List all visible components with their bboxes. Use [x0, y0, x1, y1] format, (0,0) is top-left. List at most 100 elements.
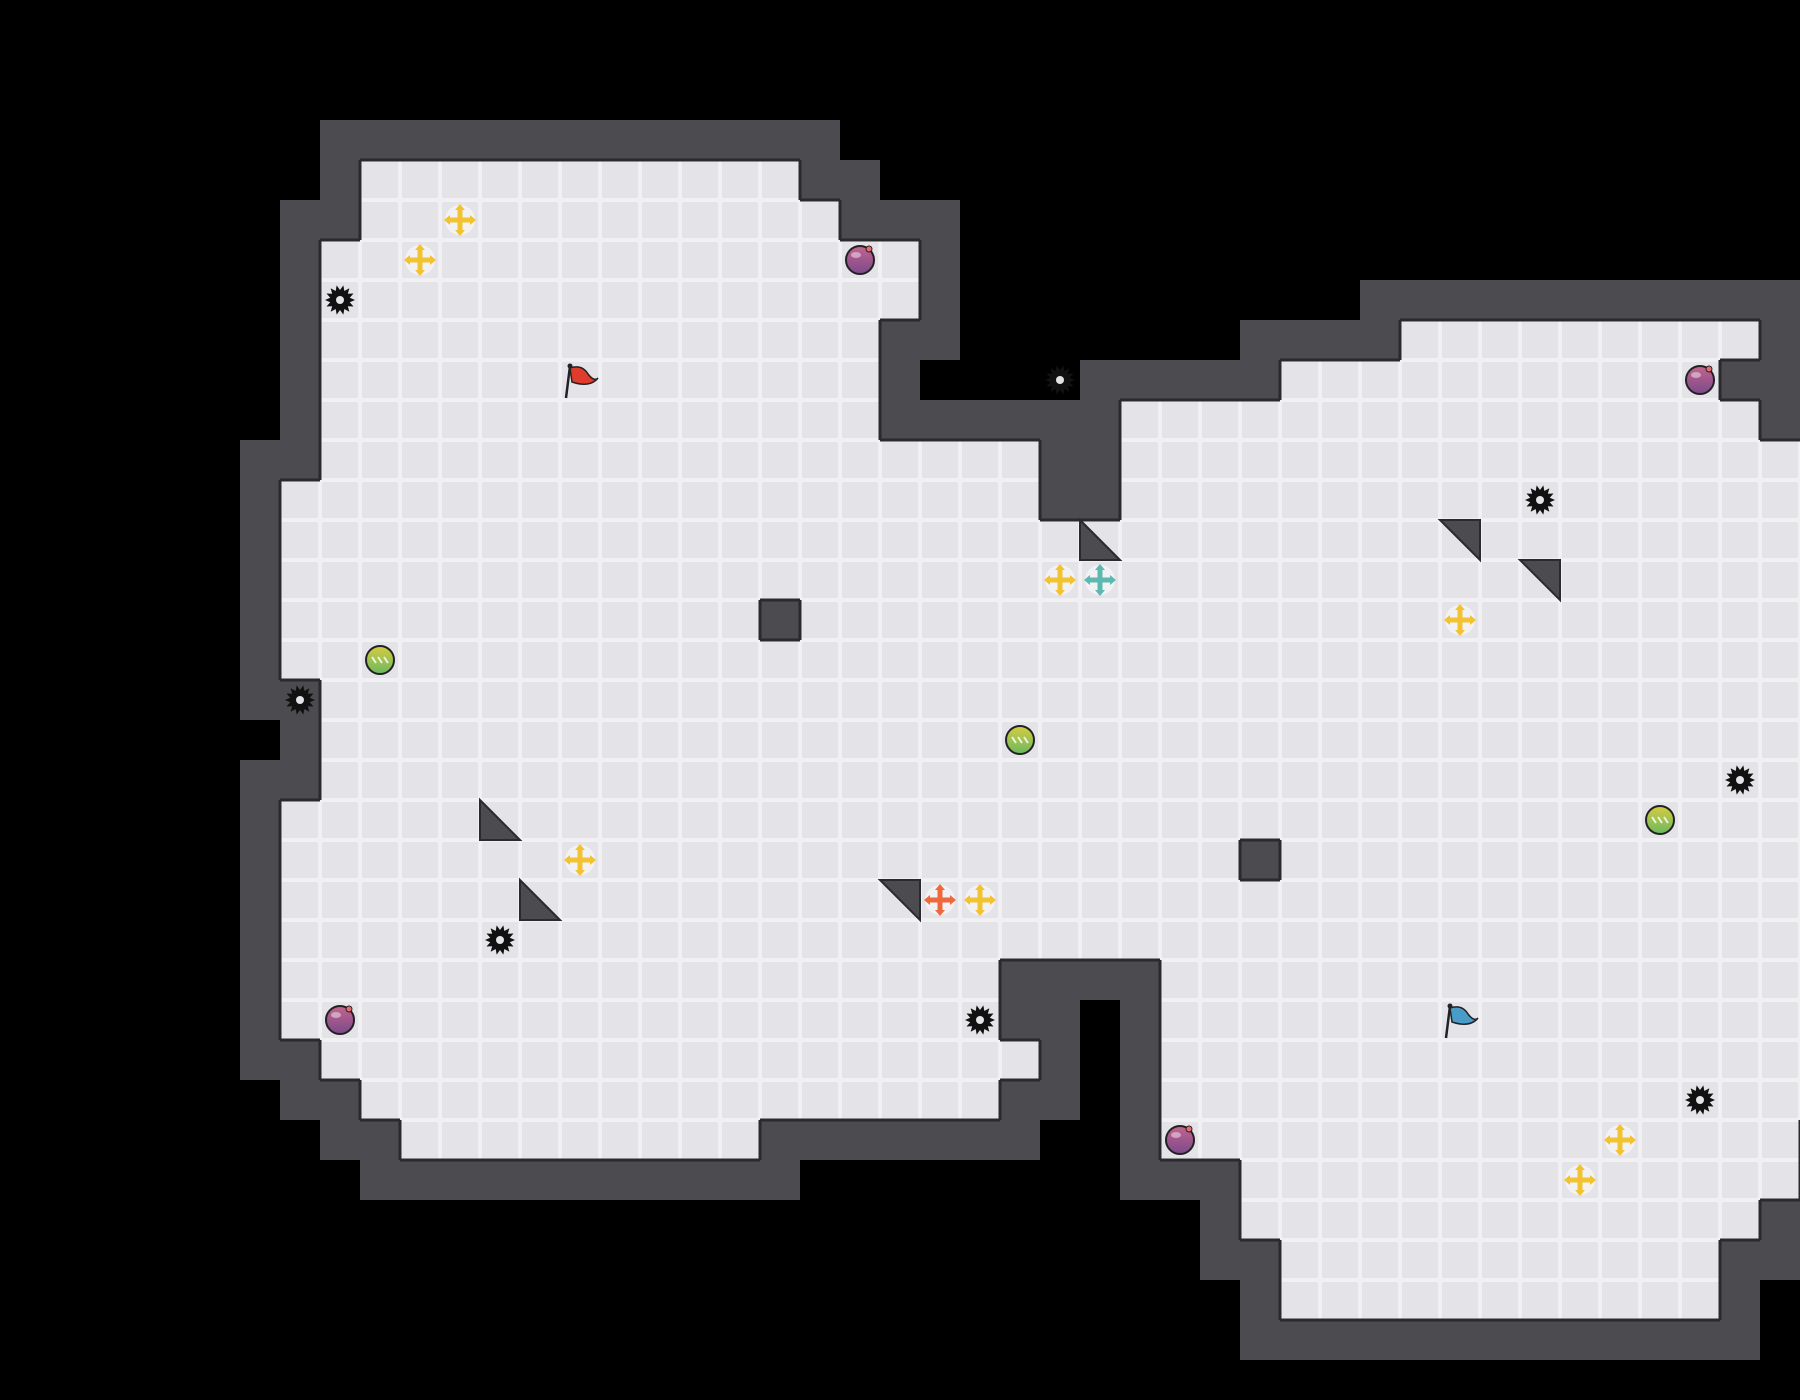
spike-icon [1525, 485, 1555, 515]
floor-tile [1320, 560, 1360, 600]
blue-flag-icon[interactable] [1444, 1003, 1479, 1039]
floor-grid-cell [720, 920, 760, 960]
wall-tile [800, 1120, 840, 1160]
boost-pad-icon [1044, 564, 1076, 596]
floor-tile [440, 160, 480, 200]
floor-tile [1000, 840, 1040, 880]
floor-tile [680, 720, 720, 760]
floor-tile [1720, 960, 1760, 1000]
wall-tile [720, 120, 760, 160]
floor-tile [400, 560, 440, 600]
floor-grid-cell [1480, 1120, 1520, 1160]
floor-tile [800, 480, 840, 520]
floor-tile [1360, 680, 1400, 720]
floor-tile [280, 520, 320, 560]
floor-tile [1400, 560, 1440, 600]
floor-grid-cell [360, 400, 400, 440]
floor-grid-cell [720, 800, 760, 840]
floor-grid-cell [840, 480, 880, 520]
floor-tile [720, 520, 760, 560]
floor-grid-cell [360, 480, 400, 520]
floor-grid-cell [1080, 800, 1120, 840]
floor-tile [520, 920, 560, 960]
floor-tile [1280, 1160, 1320, 1200]
floor-tile [680, 920, 720, 960]
floor-grid-cell [1280, 1200, 1320, 1240]
floor-grid-cell [920, 480, 960, 520]
floor-grid-cell [960, 600, 1000, 640]
wall-tile [1440, 1320, 1480, 1360]
floor-grid-cell [1600, 400, 1640, 440]
floor-grid-cell [1520, 960, 1560, 1000]
floor-layer [280, 160, 1800, 1320]
floor-tile [600, 880, 640, 920]
floor-grid-cell [1440, 920, 1480, 960]
floor-tile [400, 600, 440, 640]
floor-grid-cell [640, 280, 680, 320]
floor-tile [1160, 760, 1200, 800]
floor-grid-cell [1200, 760, 1240, 800]
floor-tile [1360, 720, 1400, 760]
floor-grid-cell [840, 1040, 880, 1080]
floor-tile [760, 800, 800, 840]
red-flag-icon[interactable] [564, 363, 599, 399]
floor-tile [480, 760, 520, 800]
floor-tile [680, 960, 720, 1000]
floor-grid-cell [1360, 720, 1400, 760]
floor-tile [1160, 680, 1200, 720]
floor-tile [1520, 760, 1560, 800]
floor-tile [800, 1000, 840, 1040]
floor-tile [760, 960, 800, 1000]
floor-grid-cell [1560, 720, 1600, 760]
floor-grid-cell [1680, 880, 1720, 920]
floor-tile [1760, 1160, 1800, 1200]
floor-tile [360, 680, 400, 720]
floor-tile [480, 320, 520, 360]
wall-tile [1760, 280, 1800, 320]
floor-tile [480, 360, 520, 400]
floor-tile [1480, 720, 1520, 760]
wall-tile [1480, 280, 1520, 320]
floor-tile [1360, 840, 1400, 880]
floor-tile [640, 760, 680, 800]
item-layer [285, 204, 1755, 1196]
floor-tile [1360, 880, 1400, 920]
floor-grid-cell [1000, 680, 1040, 720]
wall-tile [800, 120, 840, 160]
floor-grid-cell [1760, 640, 1800, 680]
floor-tile [560, 880, 600, 920]
floor-tile [1040, 880, 1080, 920]
floor-grid-cell [1000, 800, 1040, 840]
floor-tile [480, 640, 520, 680]
floor-grid-cell [1680, 640, 1720, 680]
floor-grid-cell [680, 1080, 720, 1120]
floor-tile [1400, 320, 1440, 360]
floor-grid-cell [1400, 680, 1440, 720]
floor-tile [1680, 1040, 1720, 1080]
floor-grid-cell [1360, 880, 1400, 920]
floor-tile [1200, 680, 1240, 720]
floor-grid-cell [1520, 880, 1560, 920]
floor-tile [1120, 760, 1160, 800]
floor-tile [1320, 1280, 1360, 1320]
floor-tile [1160, 1040, 1200, 1080]
floor-tile [840, 1080, 880, 1120]
floor-tile [1360, 440, 1400, 480]
floor-tile [1560, 960, 1600, 1000]
floor-tile [1160, 1080, 1200, 1120]
floor-tile [1480, 400, 1520, 440]
floor-grid-cell [1720, 1040, 1760, 1080]
wall-tile [1400, 280, 1440, 320]
floor-tile [760, 880, 800, 920]
floor-grid-cell [680, 560, 720, 600]
floor-grid-cell [560, 880, 600, 920]
floor-tile [1720, 1000, 1760, 1040]
floor-grid-cell [560, 680, 600, 720]
floor-grid-cell [960, 760, 1000, 800]
floor-tile [600, 440, 640, 480]
floor-tile [1480, 840, 1520, 880]
floor-tile [280, 1000, 320, 1040]
floor-grid-cell [720, 440, 760, 480]
